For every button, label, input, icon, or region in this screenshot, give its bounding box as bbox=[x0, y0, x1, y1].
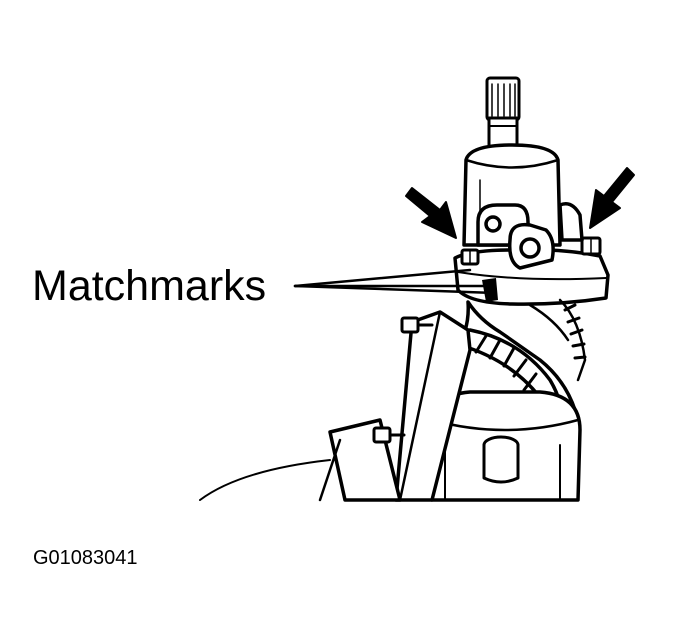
matchmarks-label: Matchmarks bbox=[32, 262, 266, 310]
matchmark-marks bbox=[482, 278, 498, 302]
pinion-stub bbox=[482, 435, 520, 484]
bracket-bolt-lower bbox=[372, 426, 406, 444]
bolt-right bbox=[580, 236, 602, 256]
matchmark-leaders bbox=[293, 268, 497, 295]
bracket-bolt-upper bbox=[400, 316, 434, 334]
callout-arrows bbox=[405, 167, 635, 239]
arrow-right bbox=[589, 167, 635, 229]
bolt-left bbox=[460, 248, 480, 266]
vehicle-body-outline bbox=[199, 459, 561, 501]
bracket-bolts bbox=[372, 316, 434, 444]
input-shaft bbox=[485, 76, 521, 152]
flange-bolts bbox=[460, 236, 602, 266]
figure-id-label: G01083041 bbox=[33, 547, 138, 569]
fluid-ports bbox=[476, 202, 584, 270]
arrow-left bbox=[405, 187, 457, 239]
